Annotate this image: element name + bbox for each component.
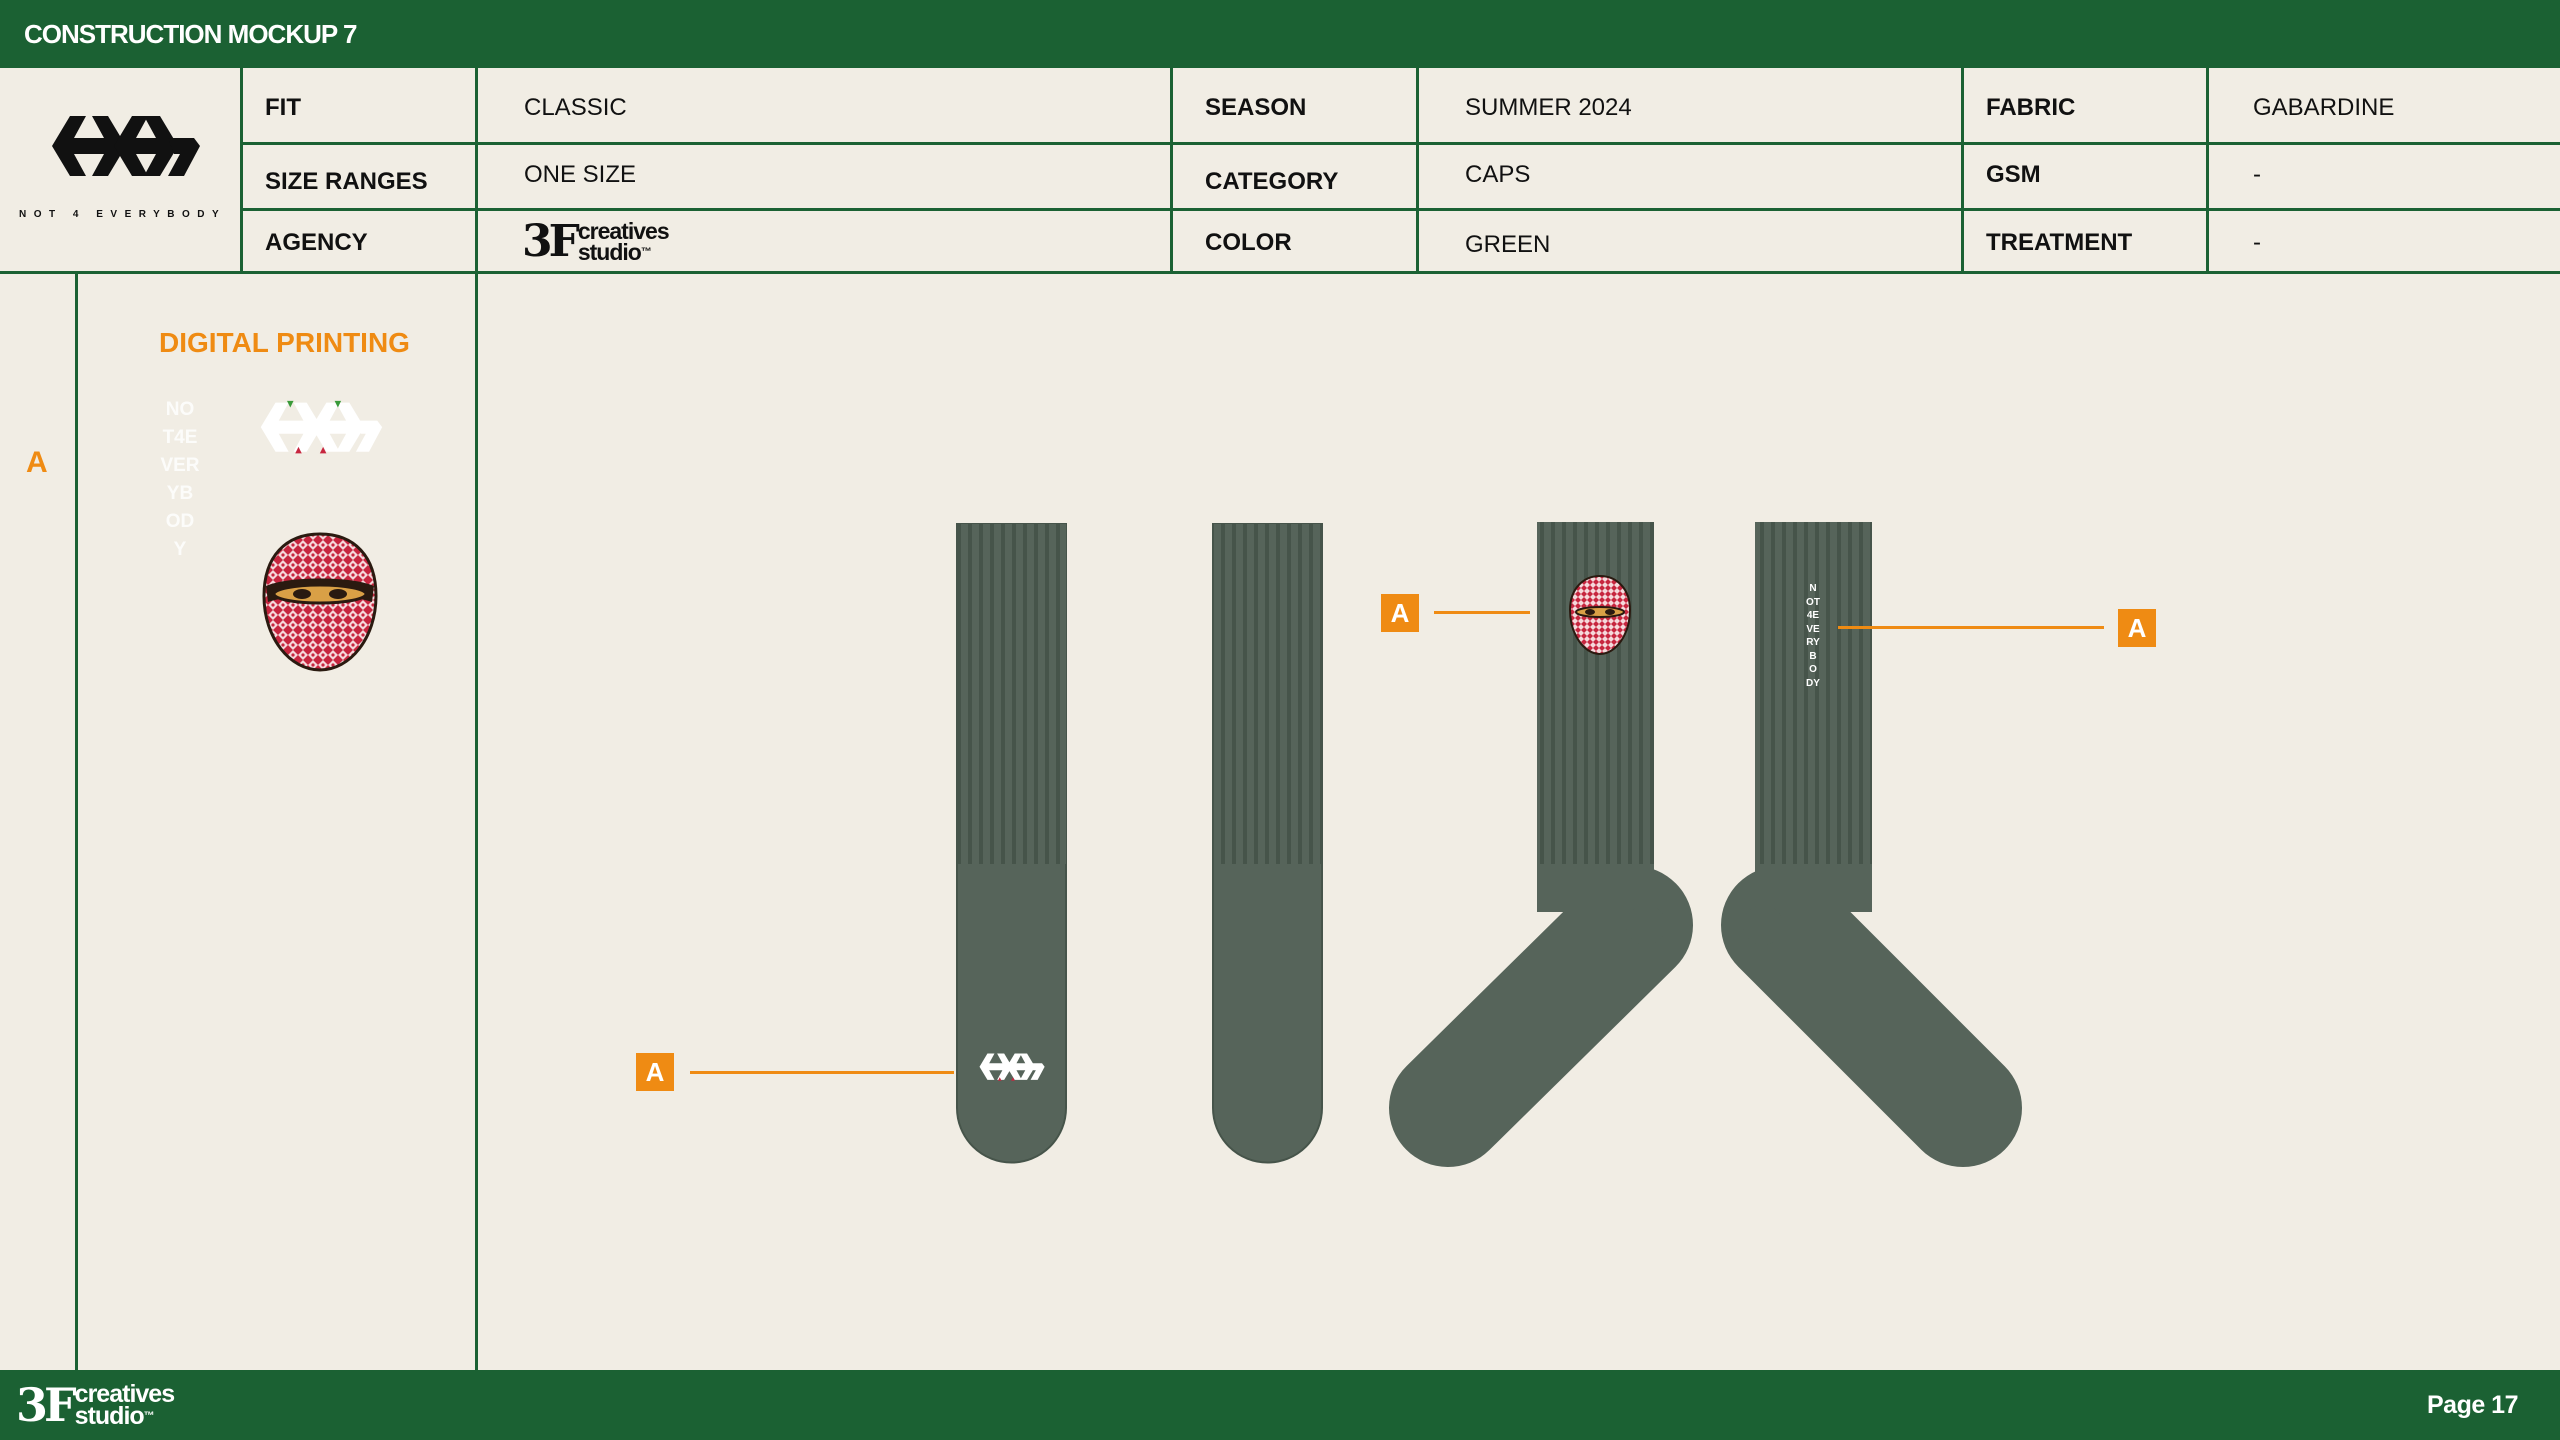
sock-back (1212, 523, 1323, 1164)
sock-vertical-text: NOT4EVERYBODY (1806, 583, 1820, 689)
fabric-value: GABARDINE (2253, 94, 2395, 121)
row-divider (243, 208, 2560, 211)
footer-agency-logo-line2: studio (74, 1402, 145, 1430)
sidebar-divider (75, 274, 78, 1370)
sock-logo-print (979, 1053, 1045, 1081)
top-bar: CONSTRUCTION MOCKUP 7 (0, 0, 2560, 68)
spec-header: NOT 4 EVERYBODY FIT CLASSIC SEASON SUMME… (0, 68, 2560, 274)
season-label: SEASON (1205, 94, 1307, 121)
gsm-value: - (2253, 161, 2261, 188)
artwork-brand-logo-icon (260, 400, 383, 454)
callout-line (1434, 611, 1530, 614)
brand-cell: NOT 4 EVERYBODY (0, 68, 243, 271)
agency-logo-line1: creatives (577, 218, 670, 244)
col-divider (1416, 68, 1419, 274)
footer-bar: 3F creatives studio™ Page 17 (0, 1370, 2560, 1440)
footer-agency-logo-icon: 3F creatives studio™ (16, 1378, 175, 1432)
artwork-vertical-text: NOT4EVERYBODY (160, 399, 200, 560)
footer-agency-logo-tm: ™ (143, 1410, 155, 1422)
page-number: Page 17 (2426, 1391, 2519, 1419)
sock-side-left (1389, 522, 1693, 1167)
gsm-label: GSM (1986, 161, 2041, 188)
agency-label: AGENCY (265, 229, 368, 256)
treatment-label: TREATMENT (1986, 229, 2133, 256)
print-method-title: DIGITAL PRINTING (159, 327, 410, 358)
sock-side-right (1721, 522, 2022, 1167)
footer-agency-logo-line1: creatives (74, 1380, 175, 1408)
size-ranges-label: SIZE RANGES (265, 168, 428, 195)
col-divider (1170, 68, 1173, 274)
sock-face-print (1568, 574, 1632, 656)
category-label: CATEGORY (1205, 168, 1339, 195)
agency-logo-line2: studio (577, 239, 642, 265)
agency-logo-tm: ™ (640, 246, 652, 258)
row-divider (243, 142, 2560, 145)
panel-divider (475, 274, 478, 1370)
fit-value: CLASSIC (524, 94, 627, 121)
page-title: CONSTRUCTION MOCKUP 7 (24, 19, 357, 49)
col-divider (475, 68, 478, 274)
agency-logo-icon: 3F creatives studio™ (522, 216, 670, 267)
col-divider (1961, 68, 1964, 274)
callout-line (690, 1071, 954, 1074)
sock-front (956, 523, 1067, 1164)
callout-line (1838, 626, 2104, 629)
category-value: CAPS (1465, 161, 1531, 188)
agency-logo-mark: 3F (522, 216, 580, 267)
fabric-label: FABRIC (1986, 94, 2076, 121)
fit-label: FIT (265, 94, 301, 121)
keffiyeh-face-icon (262, 532, 378, 672)
placement-letter: A (26, 446, 48, 479)
size-ranges-value: ONE SIZE (524, 161, 637, 188)
callout-badge-a: A (636, 1053, 674, 1091)
brand-tagline: NOT 4 EVERYBODY (19, 209, 227, 220)
color-value: GREEN (1465, 231, 1551, 258)
season-value: SUMMER 2024 (1465, 94, 1632, 121)
color-label: COLOR (1205, 229, 1292, 256)
callout-badge-a: A (2118, 609, 2156, 647)
callout-badge-a: A (1381, 594, 1419, 632)
footer-agency-logo-mark: 3F (16, 1378, 77, 1432)
brand-logo-icon (52, 116, 200, 176)
treatment-value: - (2253, 229, 2261, 256)
col-divider (2206, 68, 2209, 274)
